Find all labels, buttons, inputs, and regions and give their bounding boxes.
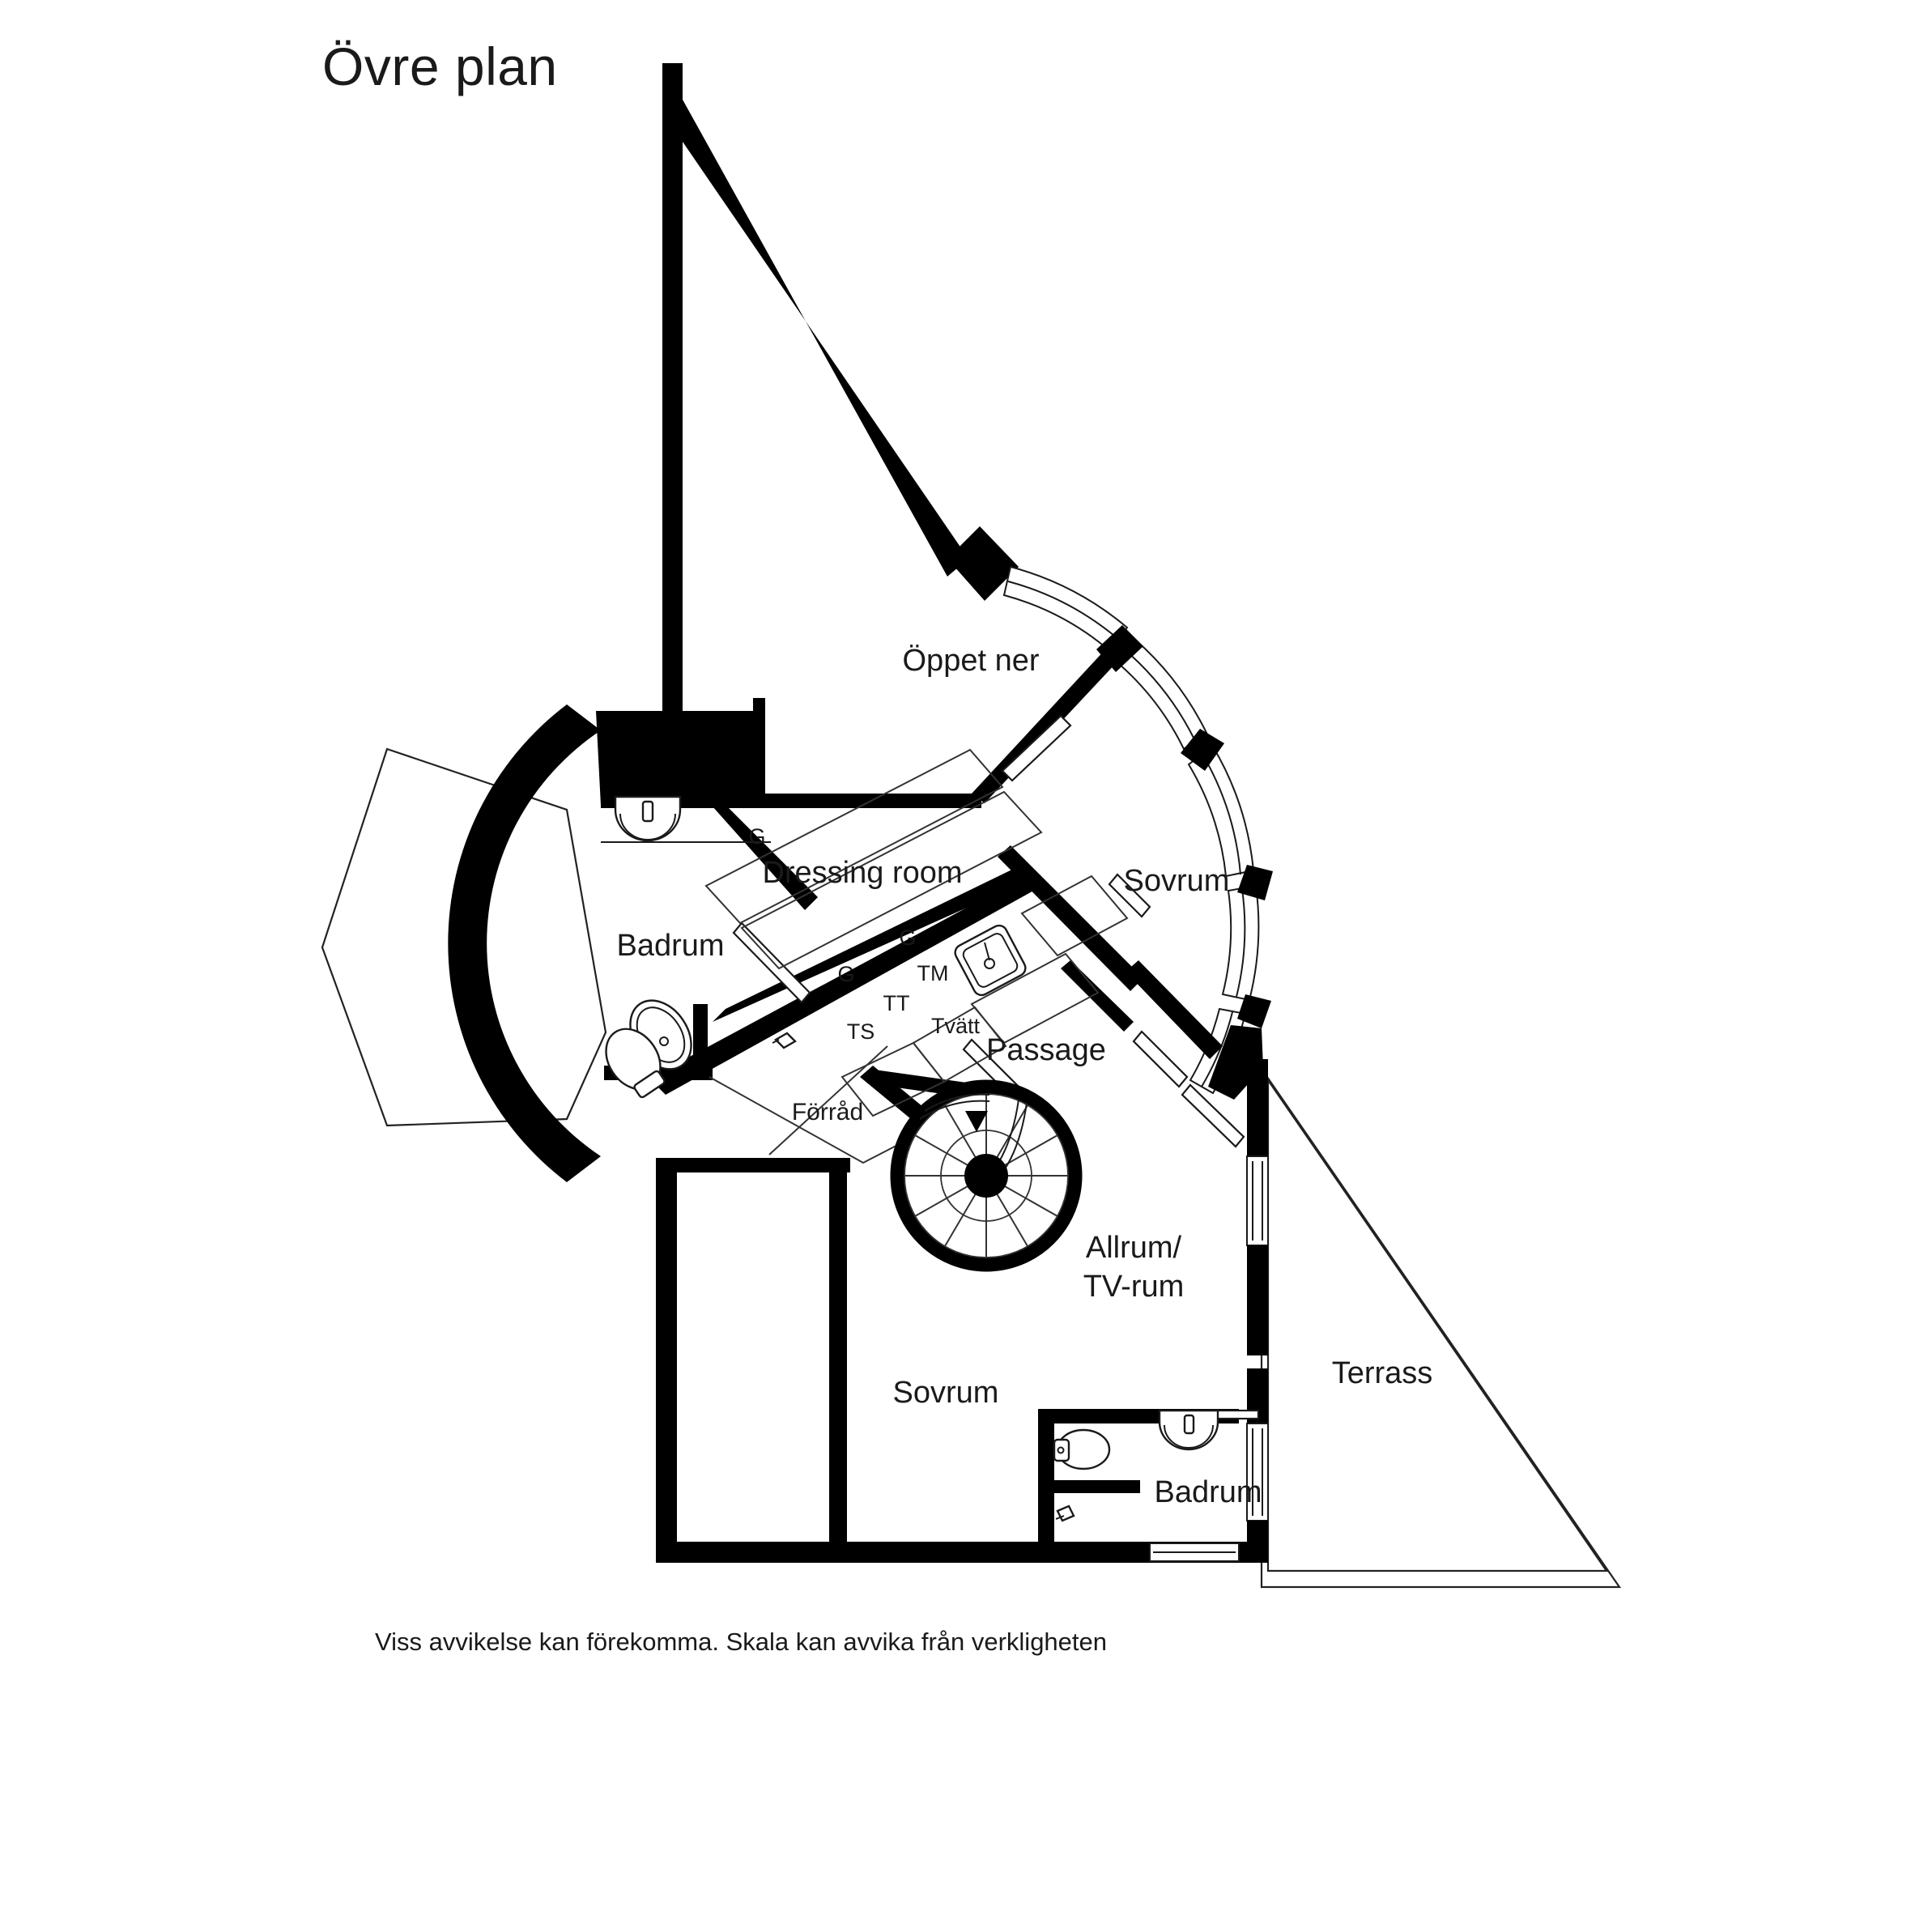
upper-roof-wedge-wall — [662, 63, 1019, 777]
annotation-closet-2: G — [899, 926, 916, 950]
annotation-closet-3: G — [837, 962, 854, 986]
annotation-laundry: Tvätt — [931, 1014, 981, 1038]
appliance-annotations: G G G TM TT TS Tvätt — [748, 824, 980, 1044]
room-label-badrum-upper: Badrum — [616, 929, 724, 963]
room-label-sovrum-upper: Sovrum — [1124, 864, 1230, 898]
room-label-oppet-ner: Öppet ner — [903, 644, 1040, 678]
room-label-sovrum-lower: Sovrum — [893, 1376, 999, 1410]
room-label-allrum: Allrum/ — [1086, 1231, 1182, 1265]
plan-caption: Viss avvikelse kan förekomma. Skala kan … — [375, 1628, 1107, 1656]
drum-outer-wall — [448, 698, 765, 1182]
terrass-outline — [1260, 1066, 1622, 1589]
balcony-outline — [321, 747, 607, 1127]
room-label-dressing-room: Dressing room — [762, 856, 962, 890]
curved-window-wall — [1002, 565, 1273, 1100]
annotation-dryer: TM — [917, 961, 949, 985]
badrum-lower-fixtures — [1053, 1409, 1219, 1522]
room-label-terrass: Terrass — [1332, 1356, 1433, 1390]
room-label-tv-rum: TV-rum — [1083, 1270, 1185, 1304]
room-label-forrad: Förråd — [792, 1099, 863, 1126]
interior-walls-upper — [601, 636, 1245, 1153]
room-label-badrum-lower: Badrum — [1154, 1475, 1262, 1509]
annotation-washer: TT — [883, 991, 910, 1015]
room-labels: Öppet ner Badrum Dressing room Sovrum Pa… — [616, 644, 1432, 1509]
page-title: Övre plan — [322, 36, 558, 96]
annotation-closet-1: G — [748, 824, 765, 849]
badrum-upper-fixtures — [601, 795, 797, 1099]
annotation-sink-cabinet: TS — [847, 1019, 875, 1044]
laundry-cabinet-row — [704, 748, 1129, 1117]
spiral-staircase — [890, 1079, 1083, 1272]
room-label-passage: Passage — [986, 1033, 1106, 1067]
